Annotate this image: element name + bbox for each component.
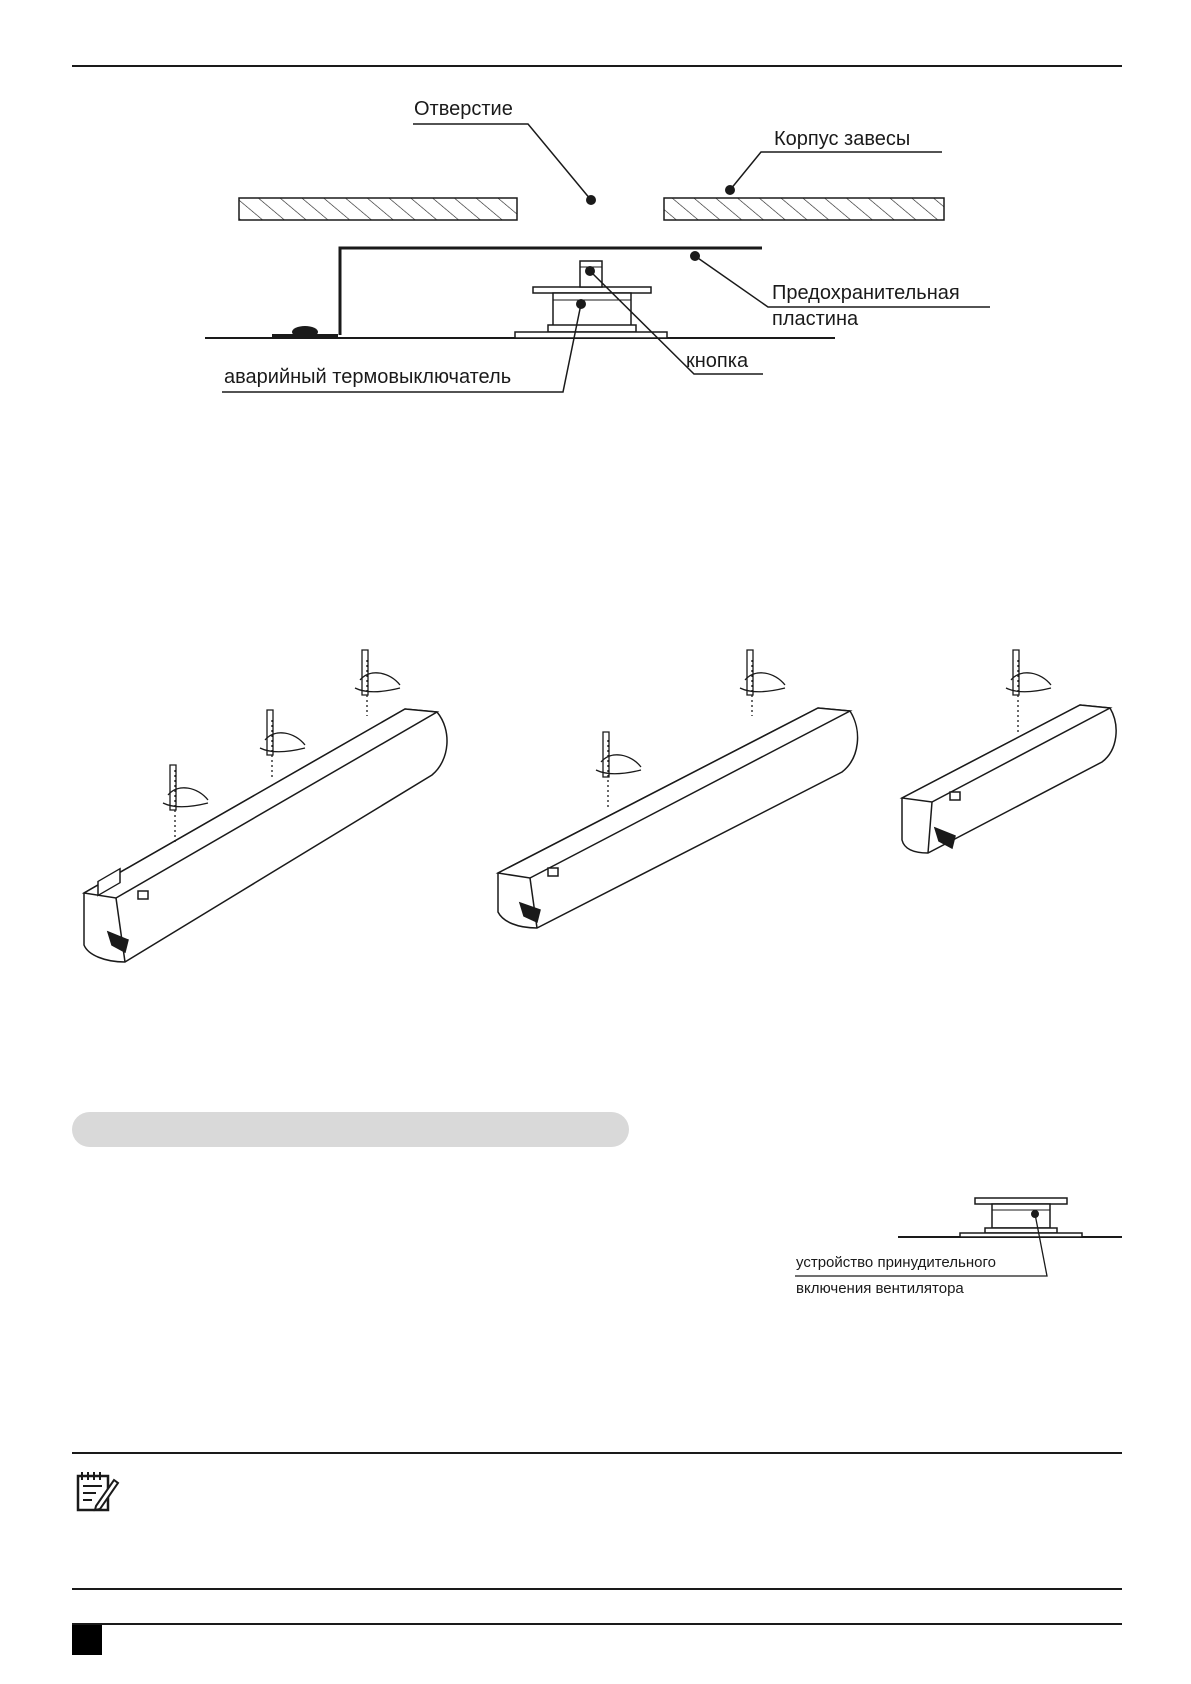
label-fan-line2: включения вентилятора xyxy=(796,1280,964,1297)
label-fan-line1: устройство принудительного xyxy=(796,1254,996,1271)
label-hole: Отверстие xyxy=(414,98,513,120)
switch-flange xyxy=(532,286,652,294)
curtain-large xyxy=(81,708,448,963)
fan-force-switch-diagram xyxy=(795,1197,1122,1277)
note-top-rule xyxy=(72,1452,1122,1454)
label-plate-line1: Предохранительная xyxy=(772,282,960,304)
footer-rule xyxy=(72,1623,1122,1625)
drill-hands-small xyxy=(1005,649,1052,735)
note-bottom-rule xyxy=(72,1588,1122,1590)
drill-hands-large xyxy=(162,649,401,845)
section-header-bar xyxy=(72,1112,629,1147)
protective-plate xyxy=(338,246,762,335)
label-button: кнопка xyxy=(686,350,749,372)
curtain-small xyxy=(899,704,1117,854)
drill-hands-medium xyxy=(595,649,786,810)
curtain-mounting-illustrations xyxy=(81,649,1117,963)
label-body: Корпус завесы xyxy=(774,128,911,150)
thermostat-section-diagram xyxy=(205,123,990,393)
note-icon xyxy=(76,1472,120,1512)
housing-left xyxy=(238,197,518,221)
page-number-box xyxy=(72,1625,102,1655)
curtain-medium xyxy=(495,707,859,929)
top-rule xyxy=(72,65,1122,67)
label-plate-line2: пластина xyxy=(772,308,859,330)
thermal-switch xyxy=(292,326,318,338)
label-thermo: аварийный термовыключатель xyxy=(224,366,512,388)
housing-right xyxy=(663,197,945,221)
